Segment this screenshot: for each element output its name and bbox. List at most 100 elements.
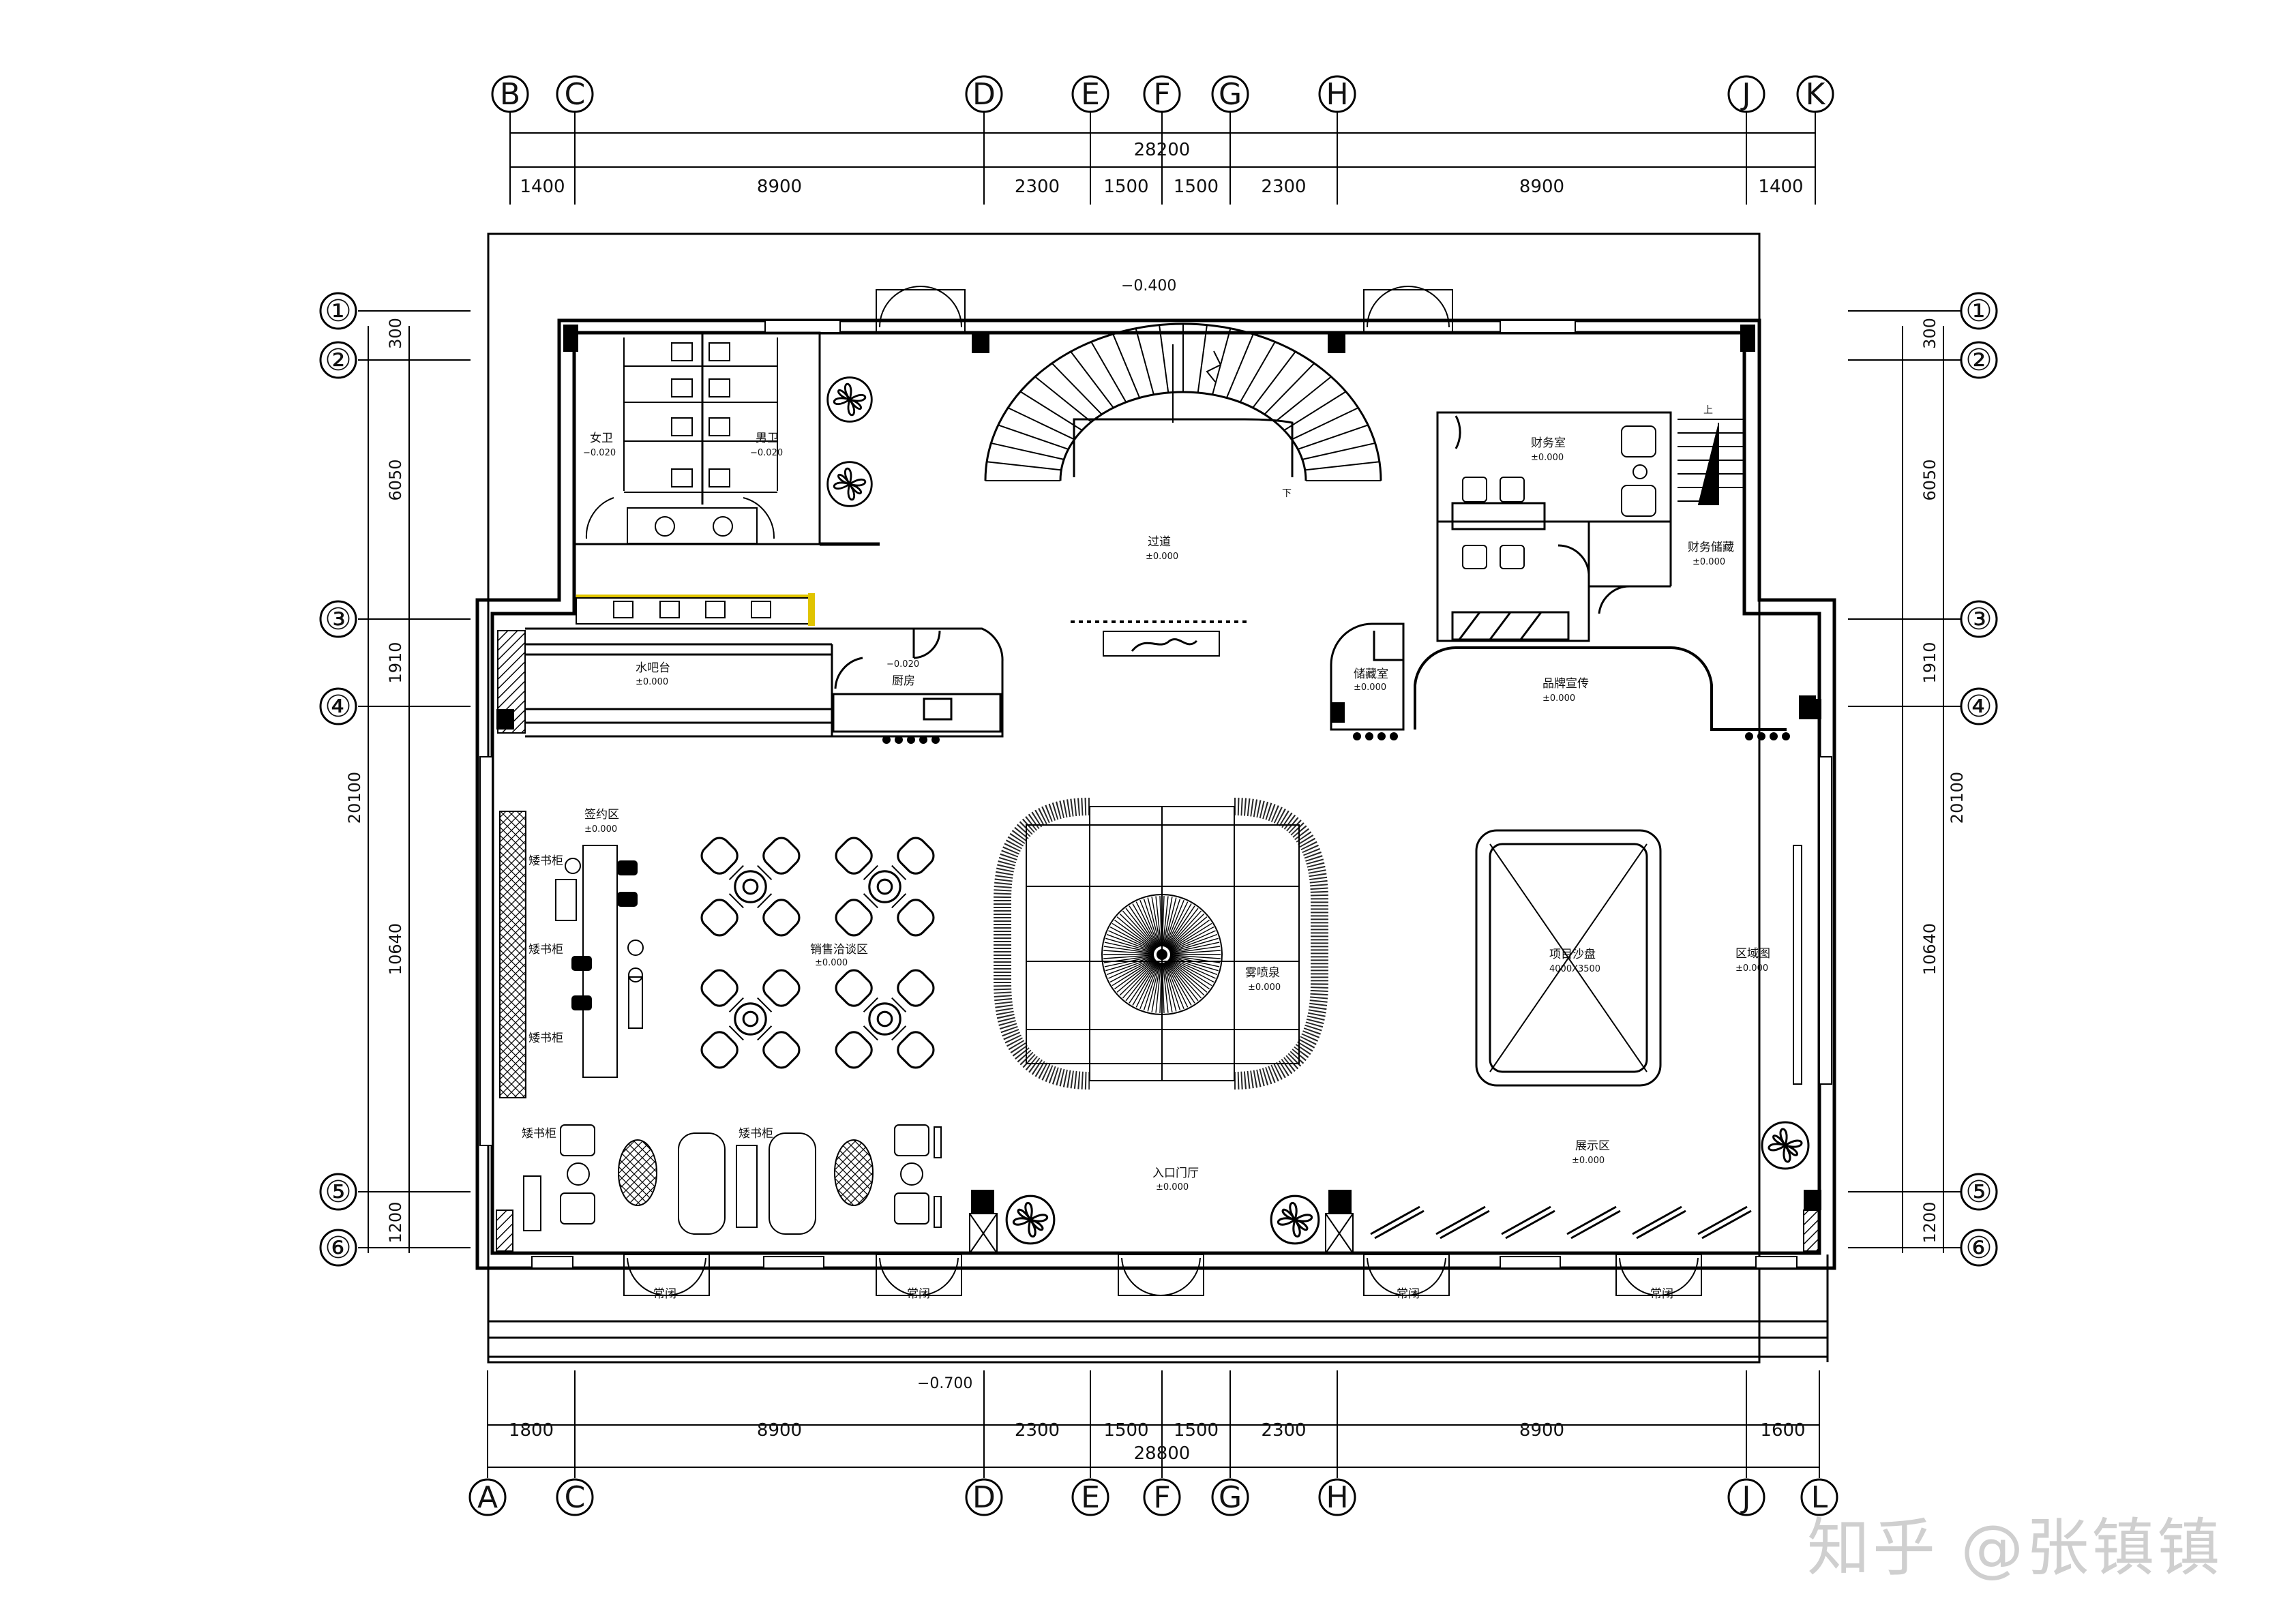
finance-elev: ±0.000 <box>1531 453 1564 463</box>
dim-right: 6050 <box>1920 459 1939 500</box>
low-cabinet-label-1: 矮书柜 <box>528 854 563 868</box>
finance-storage-elev: ±0.000 <box>1693 557 1725 567</box>
dim-top: 2300 <box>1261 177 1306 197</box>
passage-label: 过道 <box>1148 535 1171 549</box>
axis-bubble-bottom: J <box>1727 1478 1765 1516</box>
dim-top: 8900 <box>1519 177 1564 197</box>
dim-top: 1400 <box>1758 177 1803 197</box>
elev-top: −0.400 <box>1121 277 1176 295</box>
dim-bottom: 2300 <box>1261 1420 1306 1441</box>
table-set-icon <box>696 965 805 1073</box>
axis-bubble-left: ③ <box>319 600 357 638</box>
lobby-label: 入口门厅 <box>1152 1167 1199 1180</box>
svg-text:①: ① <box>325 294 351 329</box>
axis-bubble-top: H <box>1318 75 1356 113</box>
male-wc-elev: −0.020 <box>750 448 783 458</box>
svg-text:⑥: ⑥ <box>325 1231 351 1265</box>
dim-left: 1200 <box>386 1201 405 1243</box>
axis-bubble-top: F <box>1143 75 1181 113</box>
sign-area-elev: ±0.000 <box>584 824 617 835</box>
axis-bubble-bottom: L <box>1800 1478 1838 1516</box>
walls <box>475 318 1836 1270</box>
axis-bubble-bottom: A <box>468 1478 507 1516</box>
axis-bubble-top: C <box>556 75 594 113</box>
axis-bubble-top: J <box>1727 75 1765 113</box>
female-wc-elev: −0.020 <box>583 448 616 458</box>
storage-label: 储藏室 <box>1354 667 1388 681</box>
display-area <box>1370 1205 1752 1240</box>
passage-elev: ±0.000 <box>1146 552 1178 562</box>
svg-text:④: ④ <box>1965 689 1992 724</box>
dim-left: 300 <box>386 318 405 349</box>
dim-total-left: 20100 <box>345 772 364 824</box>
fountain-label: 雾喷泉 <box>1245 966 1280 980</box>
normally-closed-label: 常闭 <box>1397 1287 1420 1301</box>
dim-total-right: 20100 <box>1948 772 1967 824</box>
table-set-icon <box>696 832 805 941</box>
svg-text:E: E <box>1081 77 1100 112</box>
svg-text:⑥: ⑥ <box>1965 1231 1992 1265</box>
svg-text:H: H <box>1326 77 1348 112</box>
stair-down: 下 <box>1282 488 1292 499</box>
svg-text:A: A <box>477 1480 498 1515</box>
finance-room <box>1436 411 1672 642</box>
dim-top: 8900 <box>757 177 802 197</box>
dim-bottom: 1500 <box>1174 1420 1219 1441</box>
svg-text:⑤: ⑤ <box>1965 1175 1992 1210</box>
axis-bubble-right: ⑥ <box>1960 1229 1998 1267</box>
dim-bottom: 1600 <box>1760 1420 1805 1441</box>
lounge <box>523 1124 942 1235</box>
dim-bottom: 1800 <box>509 1420 554 1441</box>
dim-bottom: 2300 <box>1015 1420 1060 1441</box>
region-map-elev: ±0.000 <box>1735 963 1768 974</box>
svg-text:E: E <box>1081 1480 1100 1515</box>
sales-area-label: 销售洽谈区 <box>810 943 868 957</box>
svg-text:③: ③ <box>325 602 351 637</box>
axis-bubble-top: B <box>491 75 529 113</box>
stair-up: 上 <box>1703 405 1713 416</box>
svg-text:D: D <box>972 77 996 112</box>
svg-text:②: ② <box>1965 343 1992 378</box>
project-model <box>1475 829 1662 1087</box>
axis-bubble-right: ① <box>1960 292 1998 330</box>
svg-text:F: F <box>1153 77 1170 112</box>
water-bar-kitchen <box>525 627 1004 738</box>
storage-brand <box>1330 622 1787 731</box>
axis-bubble-left: ④ <box>319 687 357 725</box>
dim-left: 10640 <box>386 923 405 975</box>
plant-icon <box>1270 1195 1320 1245</box>
dim-right: 1910 <box>1920 642 1939 683</box>
dim-top: 1400 <box>520 177 565 197</box>
axis-bubble-top: G <box>1211 75 1249 113</box>
plant-icon <box>1761 1121 1810 1170</box>
sculpture <box>1071 620 1248 657</box>
elev-bottom: −0.700 <box>917 1375 972 1392</box>
dim-left: 1910 <box>386 642 405 683</box>
dim-bottom: 8900 <box>757 1420 802 1441</box>
axis-bubble-top: D <box>965 75 1003 113</box>
table-set-icon <box>831 832 939 941</box>
kitchen-label: 厨房 <box>892 674 915 688</box>
axis-bubble-top: E <box>1071 75 1109 113</box>
male-wc-label: 男卫 <box>756 432 779 445</box>
axis-bubble-right: ⑤ <box>1960 1173 1998 1211</box>
axis-bubble-left: ⑤ <box>319 1173 357 1211</box>
region-map-label: 区域图 <box>1735 947 1770 961</box>
svg-text:G: G <box>1219 1480 1242 1515</box>
brand-label: 品牌宣传 <box>1542 677 1589 691</box>
svg-text:J: J <box>1740 1480 1751 1515</box>
svg-text:L: L <box>1811 1480 1828 1515</box>
normally-closed-label: 常闭 <box>1650 1287 1673 1301</box>
storage-elev: ±0.000 <box>1354 682 1386 693</box>
dim-total-top: 28200 <box>1134 140 1191 160</box>
svg-text:④: ④ <box>325 689 351 724</box>
plant-icon <box>1005 1195 1056 1245</box>
axis-bubble-bottom: D <box>965 1478 1003 1516</box>
axis-bubble-bottom: H <box>1318 1478 1356 1516</box>
display-elev: ±0.000 <box>1572 1156 1605 1166</box>
axis-bubble-right: ② <box>1960 341 1998 379</box>
axis-bubble-left: ② <box>319 341 357 379</box>
axis-bubble-bottom: F <box>1143 1478 1181 1516</box>
dim-left: 6050 <box>386 459 405 500</box>
toilet-block <box>573 331 880 546</box>
